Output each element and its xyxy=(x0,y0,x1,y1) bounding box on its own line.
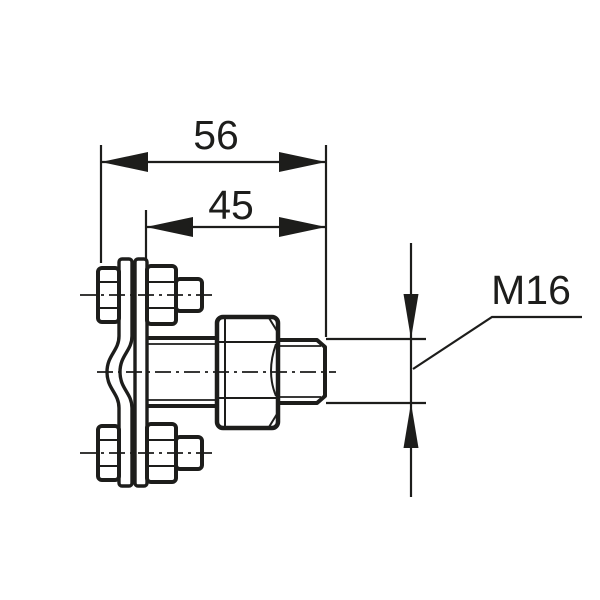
center-lines xyxy=(80,294,336,454)
dim56-arrow-right-icon xyxy=(279,152,326,172)
union-nut-chamfer-bottom-right xyxy=(268,413,278,428)
dimension-45: 45 xyxy=(144,182,326,263)
dim56-label: 56 xyxy=(193,112,239,158)
dim45-arrow-left-icon xyxy=(146,217,193,237)
m16-leader-line xyxy=(412,315,582,370)
union-nut-chamfer-top-right xyxy=(268,317,278,332)
dim56-arrow-left-icon xyxy=(101,152,148,172)
dim45-label: 45 xyxy=(208,182,254,228)
dimension-56: 56 xyxy=(99,112,328,337)
m16-arrow-down-icon xyxy=(403,294,419,339)
main-bolt-shank xyxy=(148,336,219,408)
lower-bolt xyxy=(96,422,204,484)
m16-arrow-up-icon xyxy=(403,403,419,448)
thread-callout-m16: M16 xyxy=(326,243,582,497)
m16-label: M16 xyxy=(491,267,571,313)
dim45-arrow-right-icon xyxy=(279,217,326,237)
union-nut-chamfer-arc xyxy=(270,343,277,397)
